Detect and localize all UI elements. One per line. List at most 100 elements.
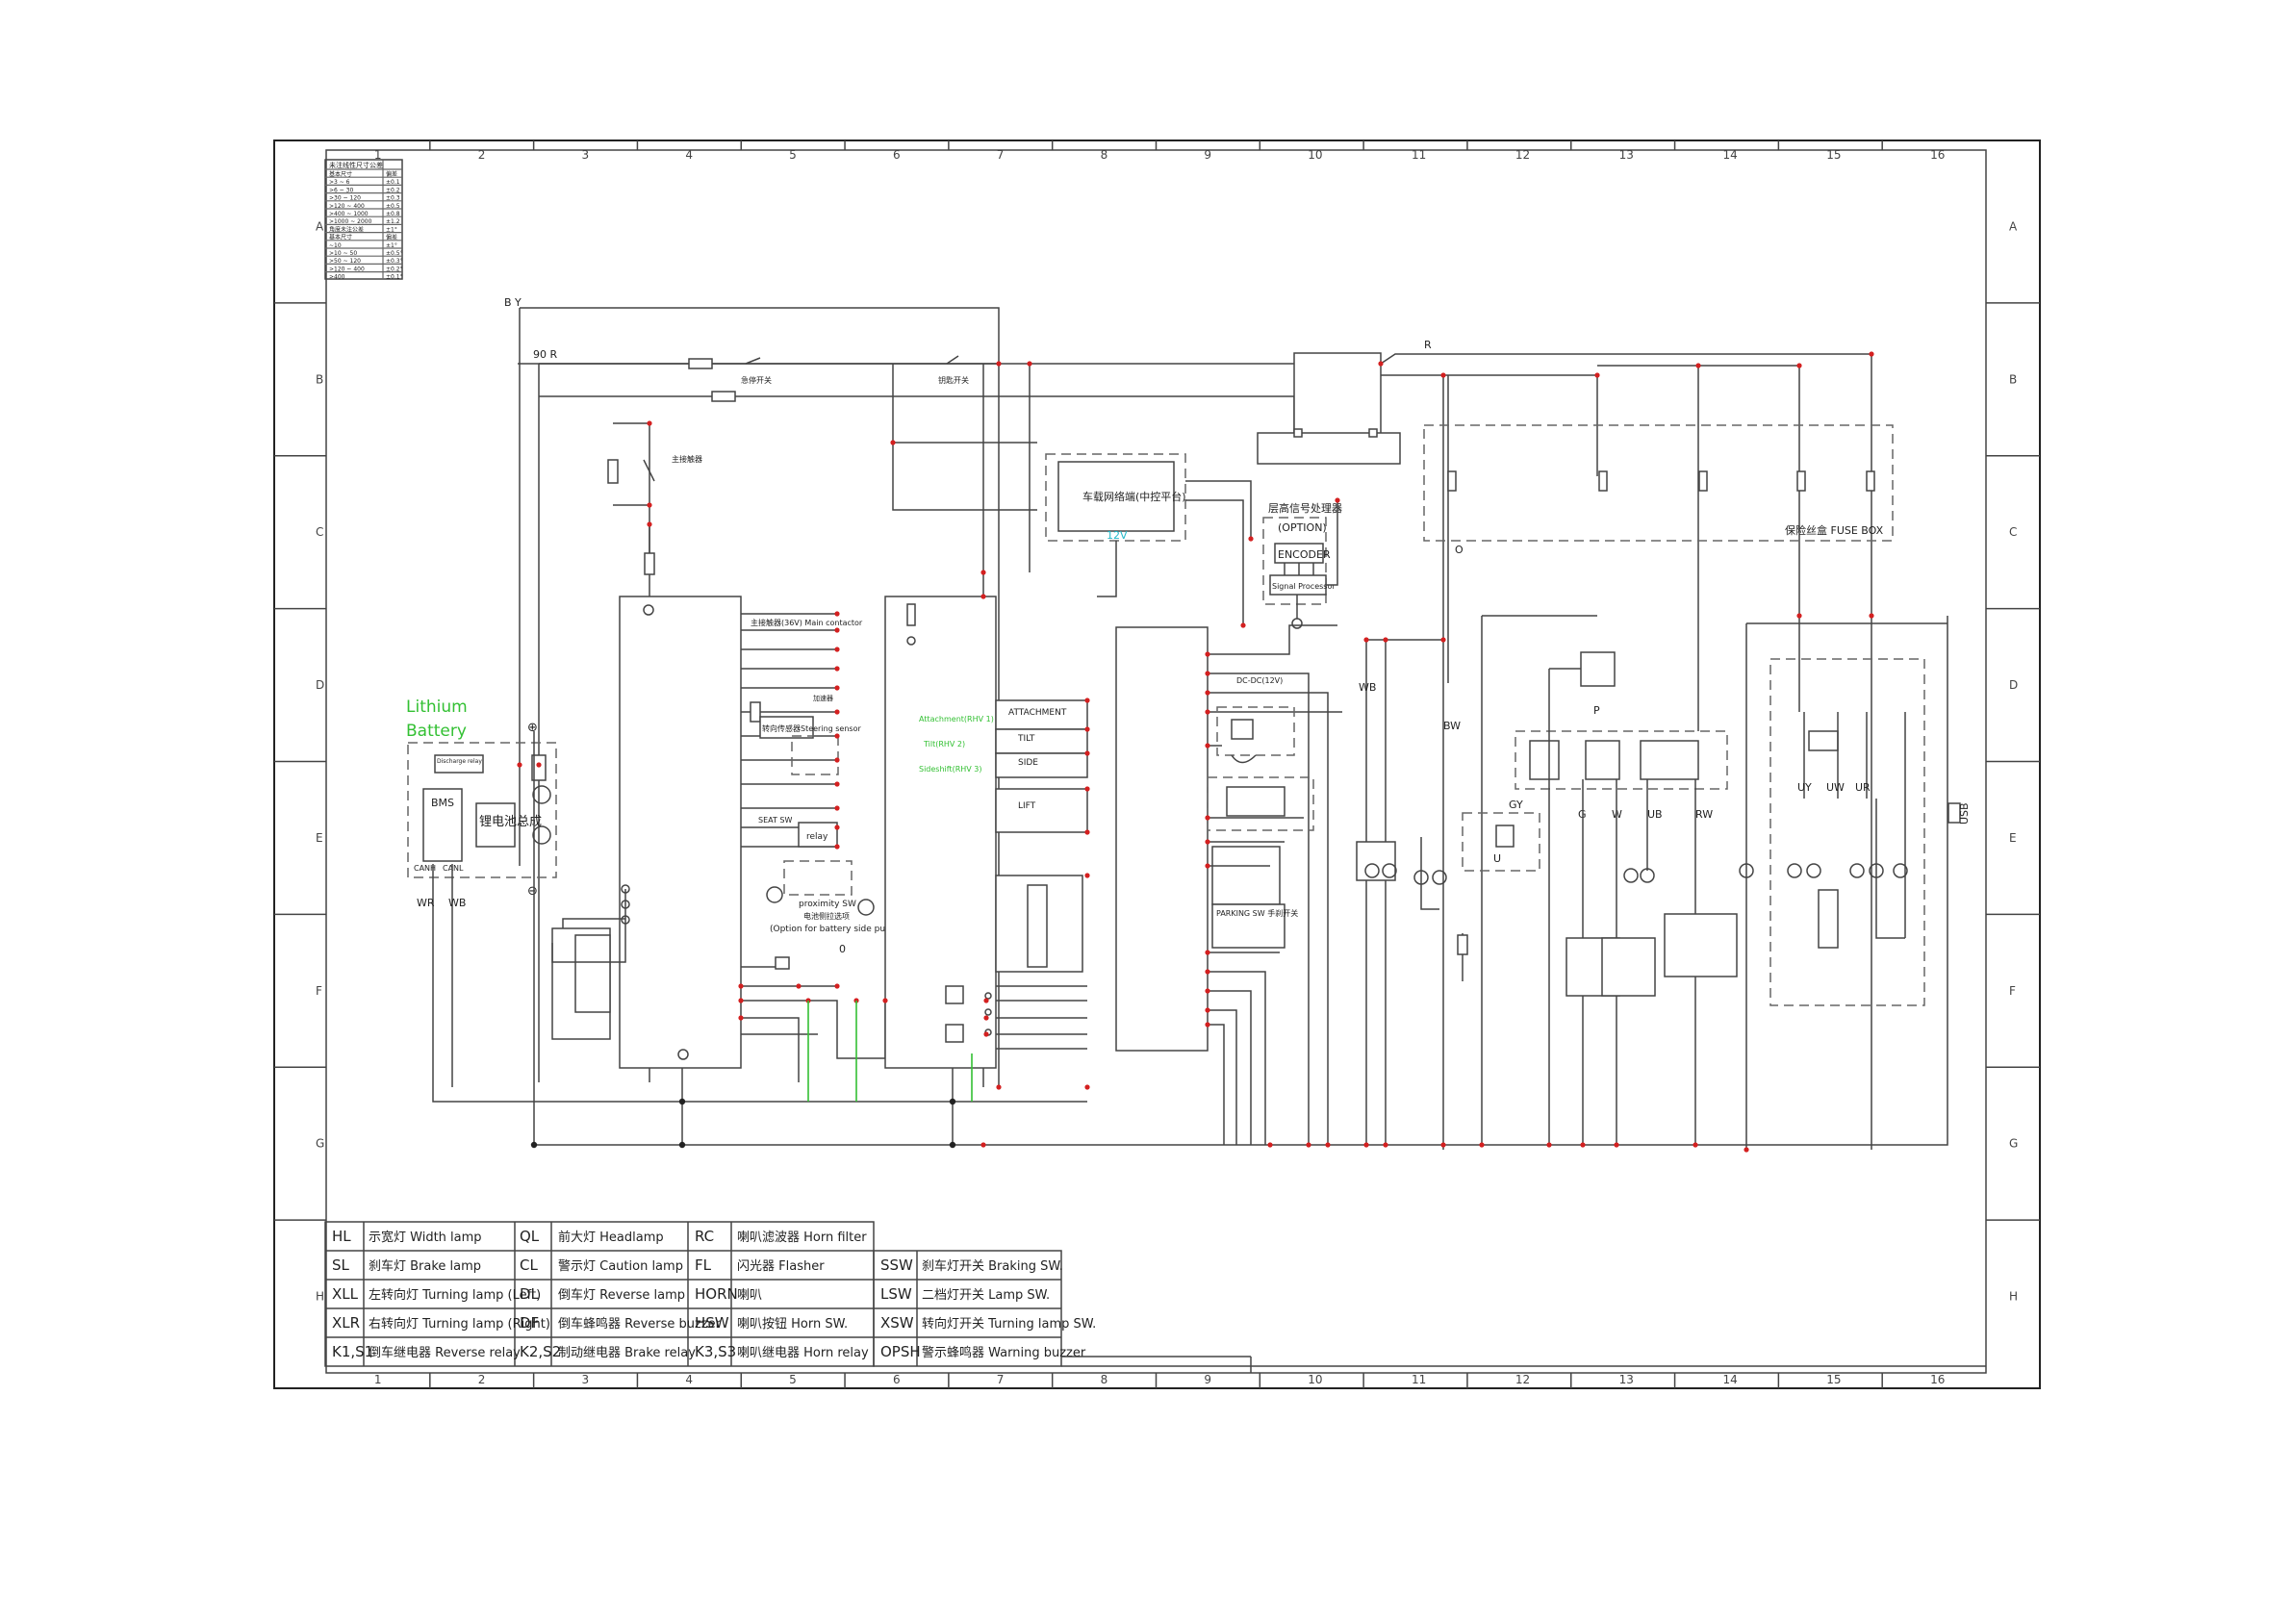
junction-dot [1205, 709, 1210, 715]
junction-dot [1084, 698, 1090, 703]
legend-code: SSW [880, 1256, 913, 1274]
grid-col-bottom-7: 7 [997, 1373, 1005, 1386]
legend-description: 转向灯开关 Turning lamp SW. [922, 1316, 1096, 1332]
junction-dot [1378, 361, 1384, 367]
proximity-label: proximity SW [799, 900, 856, 909]
junction-dot [647, 502, 652, 508]
encoder-module: 层高信号处理器 (OPTION) ENCODER Signal Processo… [1262, 500, 1342, 629]
legend-description: 警示蜂鸣器 Warning buzzer [922, 1345, 1086, 1360]
main-contactor-label: 主接触器(36V) Main contactor [751, 618, 863, 627]
valve-green-3: Sideshift(RHV 3) [919, 765, 982, 774]
junction-dot [1267, 1142, 1273, 1148]
wire-label-bw: BW [1443, 720, 1461, 732]
grid-col-top-11: 11 [1412, 148, 1426, 162]
junction-dot [1205, 988, 1210, 994]
tilt-label: TILT [1017, 734, 1035, 744]
battery-title-line2: Battery [406, 722, 467, 741]
grid-row-left-C: C [316, 525, 323, 539]
legend-code: XLR [332, 1314, 360, 1332]
legend-code: SL [332, 1256, 350, 1274]
outer-frame [273, 140, 2041, 1389]
wire-label-rw: RW [1695, 808, 1713, 821]
junction-dot [1440, 1142, 1446, 1148]
tolerance-cell: >120 ~ 400 [329, 203, 365, 210]
title-strip [1061, 1356, 1986, 1373]
battery-pullout-label: (Option for battery side pullout) [770, 925, 907, 934]
ground-node [949, 1141, 956, 1149]
ground-node [678, 1141, 686, 1149]
main-contactor-top-label: 主接触器 [672, 454, 702, 464]
junction-dot [834, 709, 840, 715]
grid-col-top-12: 12 [1515, 148, 1530, 162]
canh-label: CANH [414, 864, 436, 873]
junction-dot [834, 647, 840, 652]
dcdc-label: DC-DC(12V) [1236, 676, 1283, 685]
encoder-title: 层高信号处理器 [1268, 501, 1342, 515]
junction-dot [738, 983, 744, 989]
wire-label-wr: WR [417, 897, 435, 909]
legend-code: FL [695, 1256, 712, 1274]
junction-dot [536, 762, 542, 768]
wire-label-wb: WB [1359, 681, 1376, 694]
junction-dot [738, 998, 744, 1003]
junction-dot [1796, 613, 1802, 619]
grid-col-bottom-16: 16 [1930, 1373, 1945, 1386]
grid-col-top-7: 7 [997, 148, 1005, 162]
grid-row-right-B: B [2009, 372, 2017, 386]
junction-dot [1383, 1142, 1388, 1148]
grid-col-bottom-12: 12 [1515, 1373, 1530, 1386]
wire-label-u: U [1493, 852, 1501, 865]
junction-dot [738, 1015, 744, 1021]
junction-dot [796, 983, 802, 989]
tolerance-cell: >10 ~ 50 [329, 250, 357, 257]
grid-reference-marks: 1122334455667788991010111112121313141415… [274, 140, 2040, 1388]
wire-label-p: P [1593, 704, 1600, 717]
tolerance-cell: 偏差 [386, 170, 397, 178]
grid-row-left-B: B [316, 372, 323, 386]
lithium-battery-pack: Lithium Battery Discharge relay BMS 锂电池总… [406, 616, 1948, 1146]
junction-dot [1205, 1007, 1210, 1013]
emergency-stop-label: 急停开关 [741, 375, 772, 385]
bms-label: BMS [431, 797, 454, 809]
accelerator-label: 加速器 [813, 694, 833, 702]
junction-dot [1383, 637, 1388, 643]
tolerance-cell: ±1° [386, 242, 397, 249]
grid-col-bottom-6: 6 [893, 1373, 901, 1386]
legend-code: DF [520, 1314, 539, 1332]
junction-dot [1205, 651, 1210, 657]
junction-dot [1695, 363, 1701, 368]
junction-dot [1027, 361, 1032, 367]
legend-code: DL [520, 1285, 540, 1303]
legend-description: 喇叭 [737, 1288, 762, 1303]
tolerance-table-rows: 基本尺寸偏差>3 ~ 6±0.1>6 ~ 30±0.2>30 ~ 120±0.3… [325, 168, 403, 281]
junction-dot [1084, 829, 1090, 835]
grid-row-right-G: G [2009, 1137, 2018, 1151]
tolerance-table-header: 未注线性尺寸公差 [329, 161, 383, 169]
junction-dot [1306, 1142, 1311, 1148]
lift-label: LIFT [1018, 801, 1036, 811]
junction-dot [1693, 1142, 1698, 1148]
tolerance-cell: >6 ~ 30 [329, 187, 354, 193]
grid-row-left-A: A [316, 219, 324, 233]
tolerance-cell: ±0.1 [386, 179, 400, 186]
junction-dot [1205, 969, 1210, 975]
legend-description: 喇叭按钮 Horn SW. [737, 1317, 848, 1332]
canl-label: CANL [443, 864, 464, 873]
junction-dot [834, 611, 840, 617]
junction-dot [1205, 950, 1210, 955]
junction-dot [834, 733, 840, 739]
key-switch-label: 钥匙开关 [938, 375, 969, 385]
junction-dot [1744, 1147, 1749, 1153]
legend-code: QL [520, 1228, 540, 1245]
grid-col-top-4: 4 [685, 148, 693, 162]
grid-col-bottom-5: 5 [789, 1373, 797, 1386]
legend-description: 前大灯 Headlamp [558, 1230, 664, 1245]
usb-label: USB [1958, 802, 1971, 825]
side-label: SIDE [1018, 758, 1038, 768]
main-relay-unit [1257, 352, 1401, 465]
grid-row-left-E: E [316, 831, 323, 845]
grid-col-top-9: 9 [1204, 148, 1211, 162]
grid-col-bottom-3: 3 [582, 1373, 590, 1386]
